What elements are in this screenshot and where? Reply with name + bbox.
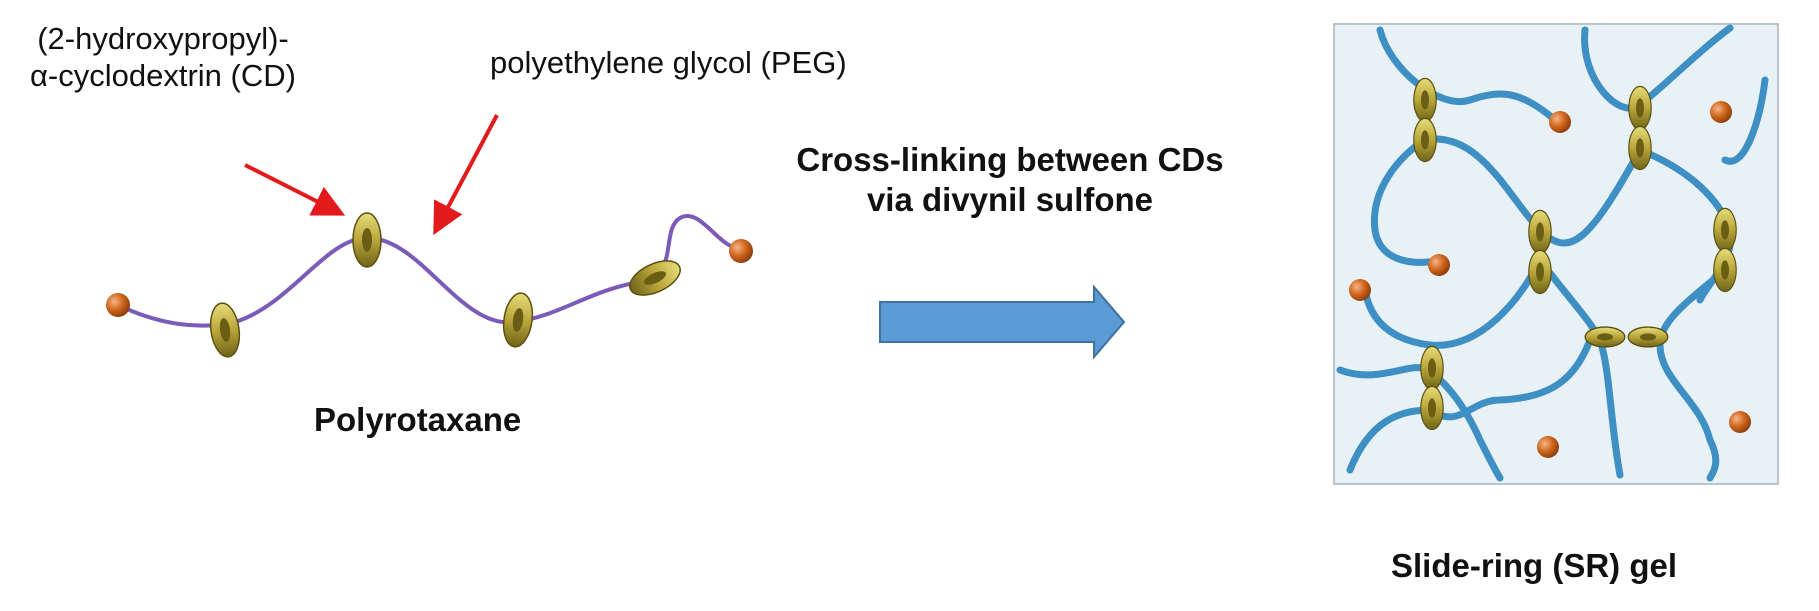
step-label-line2: via divynil sulfone: [866, 180, 1154, 218]
process-arrow: [879, 284, 1126, 360]
cd-ring: [1413, 77, 1437, 123]
peg-label: polyethylene glycol (PEG): [490, 45, 847, 80]
crosslinking-step-label: Cross-linking between CDs via divynil su…: [720, 140, 1300, 219]
cd-label-line1: (2-hydroxypropyl)-: [37, 21, 289, 56]
polyrotaxane-group: [106, 212, 753, 360]
cd-ring: [1528, 209, 1552, 255]
cd-ring: [1413, 117, 1437, 163]
cd-pointer-arrow: [244, 163, 346, 216]
gel-stopper: [1549, 111, 1571, 133]
gel-stopper: [1729, 411, 1751, 433]
cd-ring: [1713, 247, 1737, 293]
cd-label-line2: α-cyclodextrin (CD): [30, 58, 296, 94]
cd-ring: [1584, 326, 1626, 348]
cd-ring: [1420, 385, 1444, 431]
peg-pointer-arrow: [433, 114, 499, 236]
sr-gel-caption: Slide-ring (SR) gel: [1391, 547, 1678, 584]
polyrotaxane-caption: Polyrotaxane: [314, 401, 522, 438]
gel-frame: [1333, 23, 1779, 485]
gel-chain: [1426, 336, 1594, 421]
cd-ring: [352, 212, 382, 268]
gel-stopper: [1710, 101, 1732, 123]
step-label-line1: Cross-linking between CDs: [796, 141, 1224, 178]
stopper-left: [106, 293, 130, 317]
sr-gel-panel: [1333, 23, 1779, 485]
cd-label: (2-hydroxypropyl)- α-cyclodextrin (CD): [30, 20, 296, 94]
cd-ring: [1420, 345, 1444, 391]
cd-ring: [1627, 326, 1669, 348]
cd-ring: [1628, 85, 1652, 131]
gel-chain: [1370, 136, 1444, 266]
cd-ring: [1628, 125, 1652, 171]
gel-chain: [1336, 364, 1504, 482]
cd-ring: [623, 253, 687, 303]
gel-chain: [1656, 266, 1729, 482]
cd-ring: [206, 300, 244, 360]
gel-stopper: [1349, 279, 1371, 301]
gel-stopper: [1428, 254, 1450, 276]
gel-chain: [1721, 76, 1769, 165]
cd-ring: [499, 290, 537, 350]
cd-ring: [1528, 249, 1552, 295]
stopper-right: [729, 239, 753, 263]
cd-ring: [1713, 207, 1737, 253]
gel-stopper: [1537, 436, 1559, 458]
gel-chain: [1376, 26, 1559, 124]
gel-chain: [1361, 256, 1544, 349]
